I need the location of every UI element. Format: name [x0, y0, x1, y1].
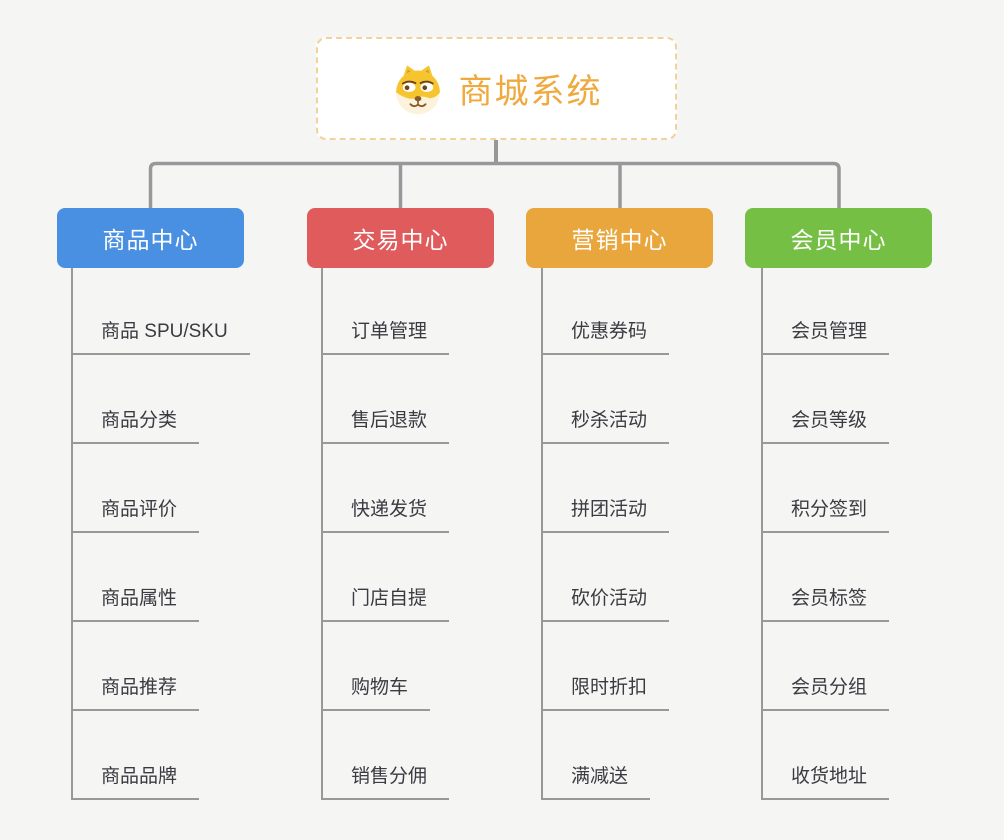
leaf-topic[interactable]: 商品品牌 [71, 765, 200, 800]
leaf-topic[interactable]: 优惠券码 [541, 320, 670, 355]
branch-node-marketing-center[interactable]: 营销中心 [526, 208, 713, 268]
leaf-topic[interactable]: 商品分类 [71, 409, 200, 444]
leaf-topic[interactable]: 收货地址 [761, 765, 890, 800]
leaf-topic[interactable]: 满减送 [541, 765, 651, 800]
leaf-topic[interactable]: 会员标签 [761, 587, 890, 622]
branch-label: 营销中心 [571, 227, 668, 253]
leaf-topic[interactable]: 秒杀活动 [541, 409, 670, 444]
branch-label: 商品中心 [102, 227, 199, 253]
leaf-topic[interactable]: 会员分组 [761, 676, 890, 711]
leaf-topic[interactable]: 快递发货 [321, 498, 450, 533]
leaf-topic[interactable]: 商品推荐 [71, 676, 200, 711]
leaf-topic[interactable]: 商品 SPU/SKU [71, 320, 250, 355]
branch-label: 交易中心 [352, 227, 449, 253]
leaf-topic[interactable]: 售后退款 [321, 409, 450, 444]
leaf-topic[interactable]: 订单管理 [321, 320, 450, 355]
leaf-topic[interactable]: 门店自提 [321, 587, 450, 622]
branch-label: 会员中心 [790, 227, 887, 253]
root-title: 商城系统 [458, 73, 603, 111]
leaf-topic[interactable]: 限时折扣 [541, 676, 670, 711]
leaf-topic[interactable]: 积分签到 [761, 498, 890, 533]
leaf-topic[interactable]: 拼团活动 [541, 498, 670, 533]
leaf-topic[interactable]: 商品属性 [71, 587, 200, 622]
root-node[interactable]: 商城系统 [316, 37, 677, 140]
leaf-topic[interactable]: 砍价活动 [541, 587, 670, 622]
leaf-topic[interactable]: 购物车 [321, 676, 431, 711]
leaf-topic[interactable]: 会员管理 [761, 320, 890, 355]
leaf-topic[interactable]: 销售分佣 [321, 765, 450, 800]
leaf-topic[interactable]: 商品评价 [71, 498, 200, 533]
doge-icon [395, 64, 440, 114]
bus-line [148, 161, 841, 208]
branch-node-member-center[interactable]: 会员中心 [745, 208, 932, 268]
branch-node-trade-center[interactable]: 交易中心 [307, 208, 494, 268]
branch-node-product-center[interactable]: 商品中心 [57, 208, 244, 268]
leaf-topic[interactable]: 会员等级 [761, 409, 890, 444]
